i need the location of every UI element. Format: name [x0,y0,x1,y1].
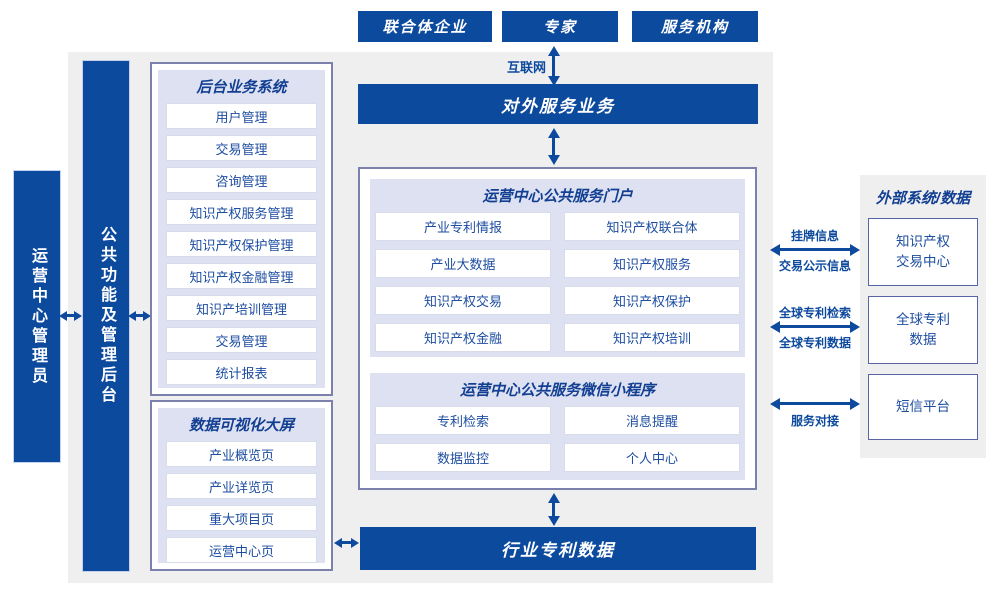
admin-rail-double-arrow-icon [67,314,74,317]
mini-program-item: 专利检索 [375,406,551,435]
backend-system-title: 后台业务系统 [196,79,287,96]
portal-item: 知识产权培训 [564,323,740,352]
service-portal-double-arrow-icon [552,137,555,156]
public-service-panel: 运营中心公共服务门户 产业专利情报 知识产权联合体 产业大数据 知识产权服务 知… [358,167,757,490]
external-service-bar: 对外服务业务 [358,84,758,124]
external-system-global-patent-data: 全球专利 数据 [868,296,978,364]
actor-box-service-agency: 服务机构 [632,11,758,42]
portal-item: 知识产权金融 [375,323,551,352]
internet-double-arrow-icon [552,55,555,77]
portal-item: 知识产权服务 [564,249,740,278]
rail-operations-center-admin: 运营中心管理员 [13,170,61,463]
actor-box-consortium-enterprise: 联合体企业 [358,11,492,42]
external-systems-title: 外部系统/数据 [875,190,971,207]
backend-system-items: 用户管理 交易管理 咨询管理 知识产权服务管理 知识产权保护管理 知识产权金融管… [158,101,325,393]
backend-item: 统计报表 [166,359,317,385]
connector-label-service-docking: 服务对接 [790,414,839,428]
connector-label-trade-publicity: 交易公示信息 [778,259,851,273]
external-system-ip-exchange: 知识产权 交易中心 [868,218,978,286]
mini-program-section: 运营中心公共服务微信小程序 专利检索 消息提醒 数据监控 个人中心 [370,373,745,480]
actor-box-expert: 专家 [502,11,618,42]
internet-label: 互联网 [506,60,546,75]
rail-backend-double-arrow-icon [136,314,143,317]
data-screen-title: 数据可视化大屏 [188,417,294,434]
backend-item: 知识产权金融管理 [166,263,317,289]
mini-program-title: 运营中心公共服务微信小程序 [459,382,655,399]
data-screen-panel: 数据可视化大屏 产业概览页 产业详览页 重大项目页 运营中心页 [150,400,333,571]
portal-item: 知识产权联合体 [564,212,740,241]
rail-public-functions-admin-backend: 公共功能及管理后台 [82,60,130,572]
backend-item: 交易管理 [166,135,317,161]
backend-item: 知识产权服务管理 [166,199,317,225]
global-patent-double-arrow-icon [779,325,851,328]
backend-system-panel: 后台业务系统 用户管理 交易管理 咨询管理 知识产权服务管理 知识产权保护管理 … [150,62,333,396]
portal-industry-data-double-arrow-icon [552,502,555,517]
data-screen-item: 运营中心页 [166,537,317,563]
data-screen-item: 产业概览页 [166,441,317,467]
portal-items: 产业专利情报 知识产权联合体 产业大数据 知识产权服务 知识产权交易 知识产权保… [370,210,745,361]
external-system-sms-platform: 短信平台 [868,374,978,440]
data-screen-items: 产业概览页 产业详览页 重大项目页 运营中心页 [158,439,325,571]
mini-program-item: 消息提醒 [564,406,740,435]
actor-label: 专家 [542,19,577,36]
connector-label-listing-info: 挂牌信息 [790,229,839,243]
actor-label: 联合体企业 [382,19,468,36]
portal-item: 产业专利情报 [375,212,551,241]
data-screen-industry-double-arrow-icon [342,541,351,544]
actor-label: 服务机构 [660,19,729,36]
backend-item: 用户管理 [166,103,317,129]
mini-program-items: 专利检索 消息提醒 数据监控 个人中心 [370,404,745,481]
mini-program-item: 个人中心 [564,443,740,472]
portal-item: 知识产权交易 [375,286,551,315]
portal-item: 知识产权保护 [564,286,740,315]
sms-service-double-arrow-icon [779,402,851,405]
external-systems-panel: 外部系统/数据 知识产权 交易中心 全球专利 数据 短信平台 [860,175,986,458]
industry-patent-data-bar: 行业专利数据 [360,527,756,570]
connector-label-global-patent-data: 全球专利数据 [778,336,851,350]
data-screen-item: 重大项目页 [166,505,317,531]
backend-item: 咨询管理 [166,167,317,193]
mini-program-item: 数据监控 [375,443,551,472]
connector-label-global-patent-search: 全球专利检索 [778,306,851,320]
portal-section: 运营中心公共服务门户 产业专利情报 知识产权联合体 产业大数据 知识产权服务 知… [370,179,745,357]
ip-exchange-double-arrow-icon [779,248,851,251]
data-screen-item: 产业详览页 [166,473,317,499]
backend-item: 交易管理 [166,327,317,353]
backend-item: 知识产权保护管理 [166,231,317,257]
portal-item: 产业大数据 [375,249,551,278]
portal-title: 运营中心公共服务门户 [482,188,633,205]
backend-item: 知识产培训管理 [166,295,317,321]
